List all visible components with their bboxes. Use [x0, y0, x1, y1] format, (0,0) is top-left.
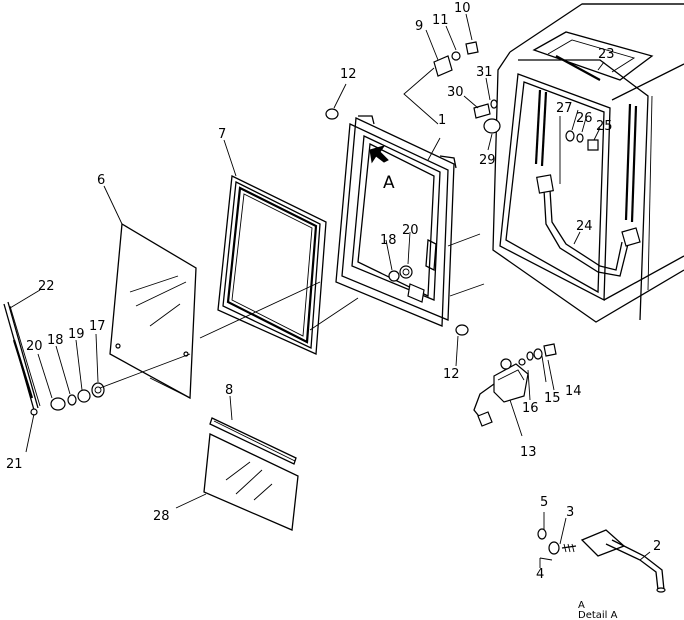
- callout-19: 19: [68, 327, 85, 342]
- callouts: 1 2 3 4 5 6 7 8 9 10 11 12 12 13 14 15 1…: [6, 1, 661, 582]
- callout-6: 6: [97, 173, 105, 188]
- callout-23: 23: [598, 47, 615, 62]
- callout-18-frame: 18: [380, 233, 397, 248]
- callout-12-bottom: 12: [443, 367, 460, 382]
- wiper-arm-22: [3, 301, 41, 416]
- detail-caption-top: A: [578, 600, 601, 611]
- callout-14: 14: [565, 384, 582, 399]
- callout-9: 9: [415, 19, 423, 34]
- bracket-9: [433, 41, 479, 77]
- callout-17: 17: [89, 319, 106, 334]
- callout-3: 3: [566, 505, 574, 520]
- glass-28: [203, 433, 299, 531]
- callout-13: 13: [520, 445, 537, 460]
- rubber-12-bottom: [455, 324, 469, 336]
- strip-8: [209, 417, 297, 465]
- detail-caption-bottom: Detail A: [578, 610, 618, 620]
- callout-1: 1: [438, 113, 446, 128]
- parts-29-31: [473, 99, 501, 134]
- frame-1: [335, 115, 457, 327]
- parts-25-27: [565, 130, 599, 151]
- wiper-hardware: [50, 382, 105, 411]
- callout-20-frame: 20: [402, 223, 419, 238]
- callout-29: 29: [479, 153, 496, 168]
- leader-lines: [9, 13, 651, 561]
- motor-fasteners: [526, 343, 557, 361]
- callout-16: 16: [522, 401, 539, 416]
- cab-body: [492, 3, 684, 323]
- callout-2: 2: [653, 539, 661, 554]
- callout-8: 8: [225, 383, 233, 398]
- callout-4: 4: [536, 567, 544, 582]
- callout-15: 15: [544, 391, 561, 406]
- callout-28: 28: [153, 509, 170, 524]
- callout-21: 21: [6, 457, 23, 472]
- callout-20-left: 20: [26, 339, 43, 354]
- callout-30: 30: [447, 85, 464, 100]
- wiper-motor-13: [473, 358, 529, 427]
- callout-24: 24: [576, 219, 593, 234]
- callout-25: 25: [596, 119, 613, 134]
- view-marker-a: A: [383, 173, 395, 193]
- callout-10: 10: [454, 1, 471, 16]
- callout-7: 7: [218, 127, 226, 142]
- callout-18-left: 18: [47, 333, 64, 348]
- callout-12-top: 12: [340, 67, 357, 82]
- rubber-12-top: [325, 108, 339, 120]
- callout-27: 27: [556, 101, 573, 116]
- callout-11: 11: [432, 13, 449, 28]
- glass-6: [109, 222, 197, 400]
- seal-7: [217, 175, 327, 355]
- callout-22: 22: [38, 279, 55, 294]
- callout-31: 31: [476, 65, 493, 80]
- callout-5: 5: [540, 495, 548, 510]
- callout-26: 26: [576, 111, 593, 126]
- detail-a: [537, 528, 666, 593]
